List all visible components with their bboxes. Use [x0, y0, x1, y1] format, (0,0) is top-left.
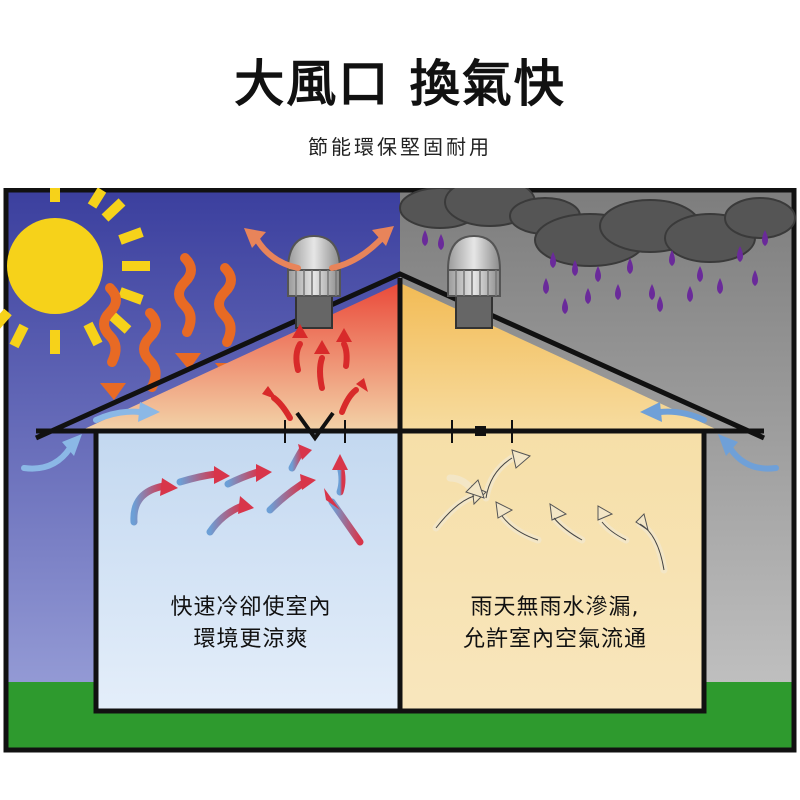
eave-intake-right — [657, 408, 779, 472]
hot-air-arrowheads — [262, 324, 368, 400]
room-right — [400, 431, 704, 711]
house-outline — [34, 271, 766, 714]
ceiling-vent-left — [284, 411, 346, 443]
eave-intake-right-heads — [640, 402, 738, 456]
hot-air-arrows — [271, 341, 359, 421]
page-subtitle: 節能環保堅固耐用 — [308, 135, 492, 159]
right-panel-caption: 雨天無雨水滲漏, 允許室內空氣流通 — [410, 592, 700, 656]
scene-frame — [3, 188, 797, 753]
roof-turbine-left-icon — [286, 234, 342, 329]
roof-turbine-right-icon — [446, 234, 502, 329]
ceiling-vent-right — [451, 420, 513, 443]
arrow-outlines — [435, 457, 665, 571]
left-caption-line2: 環境更涼爽 — [193, 627, 309, 652]
right-caption-line2: 允許室內空氣流通 — [462, 627, 647, 652]
exhaust-arrows — [253, 233, 387, 271]
fresh-air-arrowheads — [465, 449, 649, 532]
exhaust-arrowheads — [244, 226, 394, 248]
right-caption-line1: 雨天無雨水滲漏, — [470, 595, 640, 620]
left-caption-line1: 快速冷卻使室內 — [170, 595, 332, 620]
cloud-icon — [399, 188, 796, 267]
sun-icon — [0, 188, 150, 354]
eave-intake-left-heads — [62, 402, 160, 456]
page-title: 大風口 換氣快 — [234, 55, 566, 113]
left-panel-caption: 快速冷卻使室內 環境更涼爽 — [106, 592, 396, 656]
cool-air-arrowheads — [160, 444, 348, 514]
eave-intake-left — [21, 408, 143, 472]
heat-arrows — [99, 253, 236, 392]
rain-drops — [422, 230, 768, 314]
ventilation-diagram — [0, 188, 797, 753]
